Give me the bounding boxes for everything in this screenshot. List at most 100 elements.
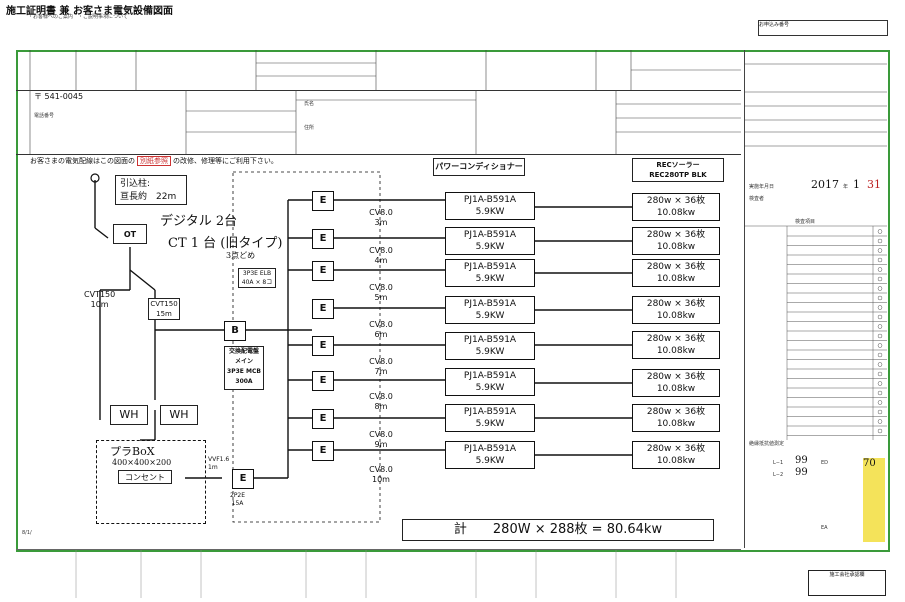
intake-info-box: 引込柱: 亘長約 22m — [115, 175, 187, 205]
check-mark — [877, 428, 883, 434]
inspect-date-label: 実施年月日 — [749, 184, 775, 190]
check-mark — [877, 248, 883, 253]
check-mark — [877, 314, 883, 320]
ea-label: EA — [821, 525, 828, 531]
form-grid-top — [16, 50, 741, 91]
cvt-main-label: CVT150 10m — [84, 290, 116, 309]
small-breaker-e: E — [232, 469, 254, 489]
check-mark — [877, 305, 883, 310]
e-breaker-1: E — [312, 191, 334, 211]
inspect-year[interactable]: 2017 — [811, 178, 839, 191]
watt-hour-meter-2: WH — [160, 405, 198, 425]
approval-box[interactable]: 施工会社承認欄 — [808, 570, 886, 596]
digital-meter-note: デジタル 2台 — [160, 214, 238, 229]
check-mark — [877, 419, 883, 424]
check-mark — [877, 400, 883, 405]
elb-breaker: 3P3E ELB 40A × 8コ — [238, 268, 276, 288]
form-grid-lines — [29, 50, 741, 90]
ot-transformer: OT — [113, 224, 147, 244]
l2-label: L−2 — [773, 472, 784, 478]
check-mark — [877, 229, 883, 234]
insulation-label: 絶縁抵抗値測定 — [749, 441, 785, 447]
check-mark — [877, 267, 883, 272]
outlet-box: コンセント — [118, 470, 172, 484]
inspect-day[interactable]: 31 — [867, 178, 881, 191]
watt-hour-meter-1: WH — [110, 405, 148, 425]
check-mark — [877, 238, 883, 244]
inspection-panel: 実施年月日 2017 年 1 31 検査者 検査項目 絶縁抵抗値測定 L−1 9… — [744, 50, 887, 548]
pura-box-size: 400×400×200 — [112, 458, 172, 467]
check-mark — [877, 295, 883, 301]
check-mark — [877, 333, 883, 339]
small-breaker-rating: 2P2E 15A — [230, 492, 246, 507]
postal-code[interactable]: 〒 541-0045 — [34, 92, 84, 101]
ground-resistance-highlight — [863, 458, 885, 542]
form-address-lines — [29, 90, 741, 154]
checklist-grid — [745, 225, 887, 440]
check-mark — [877, 381, 883, 386]
vvf-label: VVF1.6 1m — [208, 456, 230, 471]
check-mark — [877, 286, 883, 291]
e-breaker-3: E — [312, 261, 334, 281]
document-title: 施工証明書 兼 お客さま電気設備図面 — [6, 6, 173, 17]
cvt-sub-label: CVT150 15m — [148, 298, 180, 320]
name-label: 氏名 — [304, 101, 315, 107]
address-label: 住所 — [304, 125, 315, 131]
inspector-label: 検査者 — [749, 196, 765, 202]
check-mark — [877, 371, 883, 377]
symbol-legend-footer — [16, 549, 741, 598]
control-number-label: お申込み番号 — [759, 22, 790, 28]
check-mark — [877, 257, 883, 263]
e-breaker-2: E — [312, 229, 334, 249]
pura-box-enclosure — [96, 440, 206, 524]
e-breaker-4: E — [312, 299, 334, 319]
ground-resistance-value[interactable]: 70 — [863, 458, 876, 469]
inspect-month[interactable]: 1 — [853, 178, 860, 191]
control-number-box[interactable]: お申込み番号 — [758, 20, 888, 36]
intake-label: 引込柱: — [120, 179, 151, 189]
inspect-items-header: 検査項目 — [795, 219, 816, 225]
l1-label: L−1 — [773, 460, 784, 466]
rec-header: RECソーラー REC280TP BLK — [632, 158, 724, 182]
pura-box-label: プラBoX — [110, 445, 155, 458]
page-reference: 8/1/ — [22, 530, 32, 536]
l1-value[interactable]: 99 — [795, 455, 808, 466]
header-notes: ・お客様へのご案内 ・ご説明事項について — [28, 14, 128, 20]
l2-value[interactable]: 99 — [795, 467, 808, 478]
three-phase-note: 3点どめ — [226, 251, 256, 260]
check-mark — [877, 390, 883, 396]
e-breaker-5: E — [312, 336, 334, 356]
check-mark — [877, 324, 883, 329]
ct-note: CT 1 台 (旧タイプ) — [168, 236, 283, 251]
main-distribution-panel: 交換配電盤 メイン 3P3E MCB 300A — [224, 346, 264, 390]
e-breaker-6: E — [312, 371, 334, 391]
right-form-lines — [745, 63, 887, 147]
form-grid-address: 〒 541-0045 電話番号 氏名 住所 — [16, 90, 741, 155]
check-mark — [877, 343, 883, 348]
check-mark — [877, 362, 883, 367]
e-breaker-7: E — [312, 409, 334, 429]
